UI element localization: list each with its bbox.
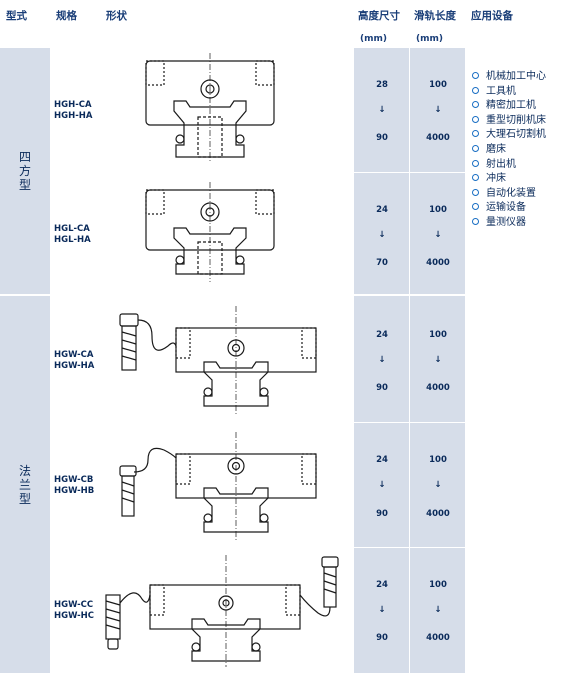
list-item: 机械加工中心 <box>472 70 546 85</box>
rail-max: 4000 <box>426 258 450 268</box>
hgw-cb-block-drawing <box>119 432 317 542</box>
circle-bullet-icon <box>472 101 479 109</box>
application-list: 机械加工中心 工具机 精密加工机 重型切削机床 大理石切割机 磨床 射出机 冲床… <box>472 70 546 231</box>
circle-bullet-icon <box>472 159 479 167</box>
header-model: 规格 <box>56 10 77 22</box>
height-arrow: ↓ <box>378 355 386 365</box>
header-shape: 形状 <box>106 10 127 22</box>
list-item: 冲床 <box>472 172 546 187</box>
list-item: 运输设备 <box>472 201 546 216</box>
height-min: 24 <box>376 455 388 465</box>
circle-bullet-icon <box>472 188 479 196</box>
list-item: 大理石切割机 <box>472 128 546 143</box>
rail-min: 100 <box>429 455 447 465</box>
height-min: 24 <box>376 330 388 340</box>
height-max: 90 <box>376 383 388 393</box>
circle-bullet-icon <box>472 203 479 211</box>
list-item: 射出机 <box>472 158 546 173</box>
height-arrow: ↓ <box>378 105 386 115</box>
circle-bullet-icon <box>472 217 479 225</box>
hgw-cc-block-drawing <box>105 555 339 667</box>
rail-min: 100 <box>429 205 447 215</box>
list-item: 工具机 <box>472 85 546 100</box>
hgw-ca-block-drawing <box>119 306 317 416</box>
type-cell-flange <box>0 296 50 673</box>
rail-arrow: ↓ <box>434 480 442 490</box>
row-divider <box>50 422 466 423</box>
height-column <box>354 48 410 673</box>
column-divider <box>465 48 466 673</box>
rail-arrow: ↓ <box>434 605 442 615</box>
header-height: 高度尺寸 <box>358 10 400 22</box>
list-item: 重型切削机床 <box>472 114 546 129</box>
height-arrow: ↓ <box>378 605 386 615</box>
type-label-square: 四方型 <box>18 150 31 192</box>
height-arrow: ↓ <box>378 230 386 240</box>
hgh-block-drawing <box>145 53 275 163</box>
height-max: 70 <box>376 258 388 268</box>
group-divider <box>0 294 466 296</box>
rail-min: 100 <box>429 580 447 590</box>
row-divider <box>50 547 466 548</box>
height-max: 90 <box>376 133 388 143</box>
list-item: 磨床 <box>472 143 546 158</box>
type-cell-square <box>0 48 50 294</box>
column-divider <box>409 48 410 673</box>
rail-min: 100 <box>429 80 447 90</box>
rail-max: 4000 <box>426 383 450 393</box>
circle-bullet-icon <box>472 72 479 79</box>
circle-bullet-icon <box>472 144 479 152</box>
type-label-flange: 法兰型 <box>18 464 31 506</box>
rail-arrow: ↓ <box>434 105 442 115</box>
header-height-unit: (mm) <box>360 34 387 44</box>
rail-column <box>410 48 466 673</box>
rail-max: 4000 <box>426 633 450 643</box>
circle-bullet-icon <box>472 174 479 182</box>
height-min: 24 <box>376 580 388 590</box>
rail-arrow: ↓ <box>434 230 442 240</box>
rail-arrow: ↓ <box>434 355 442 365</box>
list-item: 自动化装置 <box>472 187 546 202</box>
application-column <box>466 48 581 673</box>
header-type: 型式 <box>6 10 27 22</box>
list-item: 精密加工机 <box>472 99 546 114</box>
circle-bullet-icon <box>472 130 479 138</box>
rail-min: 100 <box>429 330 447 340</box>
header-application: 应用设备 <box>471 10 513 22</box>
height-max: 90 <box>376 509 388 519</box>
row-divider <box>50 172 354 173</box>
list-item: 量测仪器 <box>472 216 546 231</box>
header-rail: 滑轨长度 <box>414 10 456 22</box>
height-min: 24 <box>376 205 388 215</box>
height-min: 28 <box>376 80 388 90</box>
circle-bullet-icon <box>472 86 479 94</box>
height-max: 90 <box>376 633 388 643</box>
rail-max: 4000 <box>426 133 450 143</box>
rail-max: 4000 <box>426 509 450 519</box>
table-header: 型式 规格 形状 高度尺寸 (mm) 滑轨长度 (mm) 应用设备 <box>0 0 581 48</box>
circle-bullet-icon <box>472 115 479 123</box>
height-arrow: ↓ <box>378 480 386 490</box>
header-rail-unit: (mm) <box>416 34 443 44</box>
row-divider <box>354 172 466 173</box>
hgl-block-drawing <box>145 182 275 282</box>
